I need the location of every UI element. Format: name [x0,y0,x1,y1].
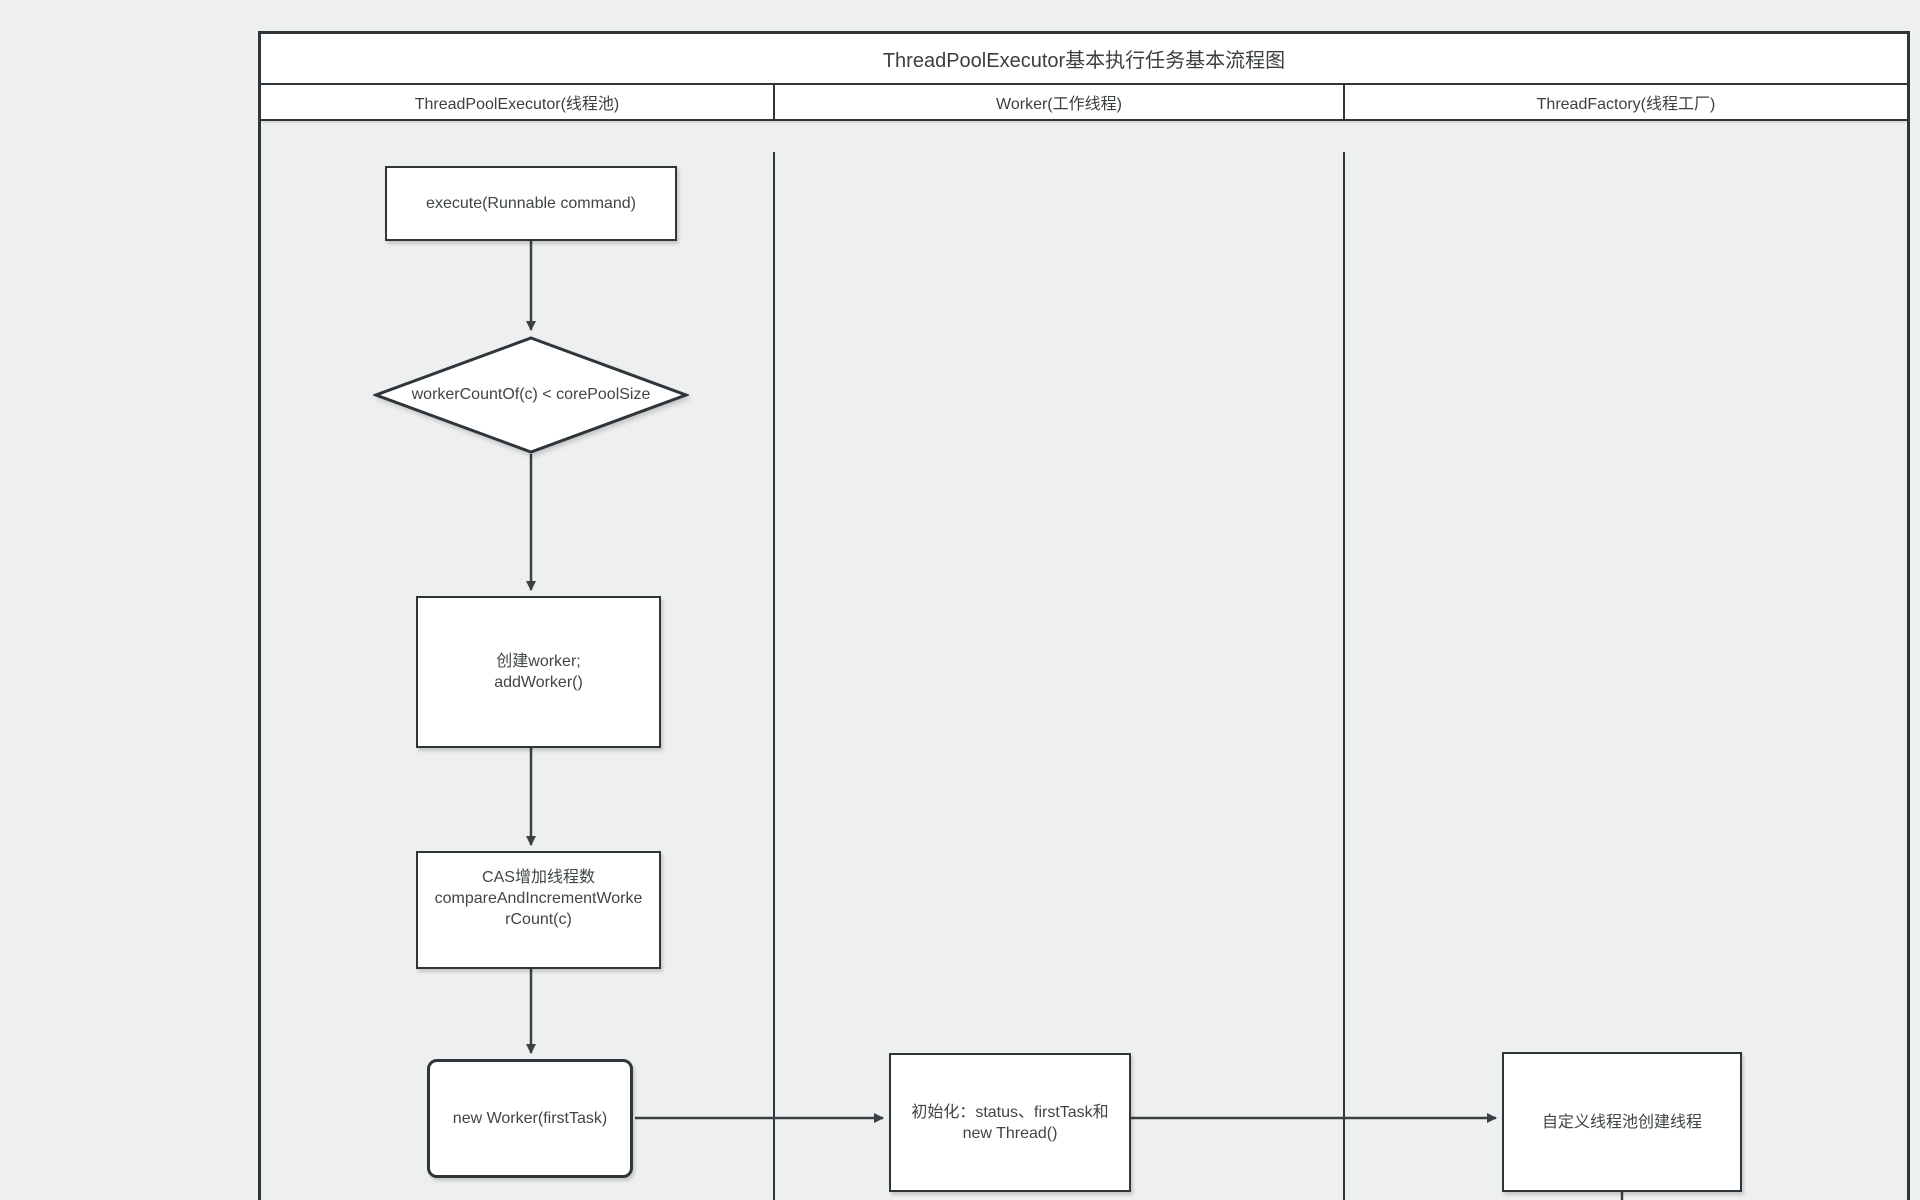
node-decision: workerCountOf(c) < corePoolSize [373,336,689,454]
node-execute-label: execute(Runnable command) [426,195,636,212]
lane-header-row: ThreadPoolExecutor(线程池) Worker(工作线程) Thr… [261,85,1907,121]
node-cas-increment-label: CAS增加线程数 compareAndIncrementWorkerCount(… [434,869,643,928]
node-decision-label: workerCountOf(c) < corePoolSize [411,386,651,403]
node-init-worker: 初始化：status、firstTask和 new Thread() [889,1053,1131,1192]
node-create-worker-label: 创建worker; addWorker() [494,653,583,691]
diamond-shape [373,336,689,454]
node-custom-create-thread: 自定义线程池创建线程 [1502,1052,1742,1192]
swimlane-pool: ThreadPoolExecutor基本执行任务基本流程图 ThreadPool… [258,31,1910,1200]
node-init-worker-label: 初始化：status、firstTask和 new Thread() [911,1103,1109,1142]
node-cas-increment: CAS增加线程数 compareAndIncrementWorkerCount(… [416,851,661,969]
diagram-title: ThreadPoolExecutor基本执行任务基本流程图 [261,34,1907,85]
node-execute: execute(Runnable command) [385,166,677,241]
lane-divider-1 [773,152,775,1200]
lane-divider-2 [1343,152,1345,1200]
node-new-worker: new Worker(firstTask) [427,1059,633,1178]
lane-header-thread-pool-executor: ThreadPoolExecutor(线程池) [261,85,775,119]
node-custom-create-thread-label: 自定义线程池创建线程 [1541,1113,1702,1131]
lane-header-thread-factory: ThreadFactory(线程工厂) [1536,96,1716,113]
node-new-worker-label: new Worker(firstTask) [452,1110,608,1127]
lane-header-worker: Worker(工作线程) [775,85,1345,119]
node-create-worker: 创建worker; addWorker() [416,596,661,748]
